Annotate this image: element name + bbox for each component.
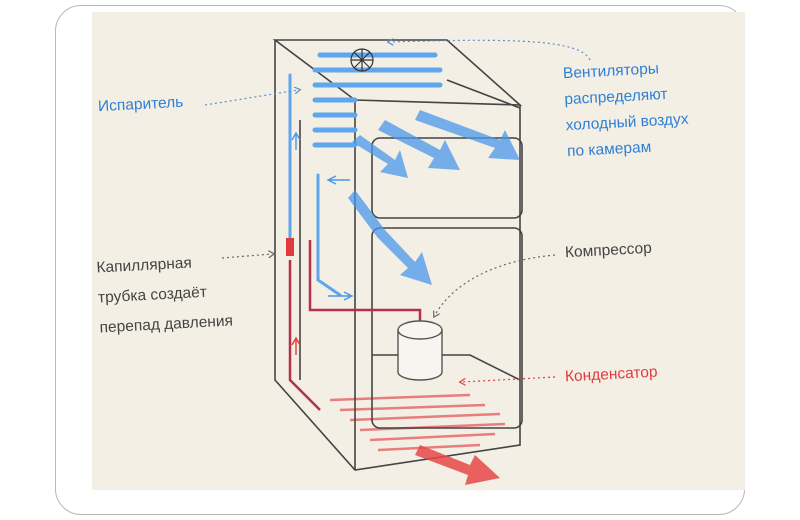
label-evaporator: Испаритель xyxy=(97,93,184,116)
label-compressor: Компрессор xyxy=(564,239,653,262)
label-capillary: Капиллярная трубка создаёт перепад давле… xyxy=(96,247,234,344)
hot-air-arrow xyxy=(415,445,500,485)
evaporator-coils xyxy=(288,52,443,297)
fridge-body xyxy=(272,39,523,471)
condenser-coils xyxy=(329,393,506,452)
label-fans: Вентиляторы распределяют холодный воздух… xyxy=(562,55,690,165)
cold-air-arrows xyxy=(348,110,520,285)
fan-icon xyxy=(350,48,374,72)
flow-arrows xyxy=(291,131,354,355)
hot-pipes xyxy=(288,240,422,411)
diagram-background xyxy=(92,12,745,490)
label-condenser: Конденсатор xyxy=(564,363,658,386)
capillary-tube xyxy=(286,238,294,256)
compressor xyxy=(397,320,443,381)
